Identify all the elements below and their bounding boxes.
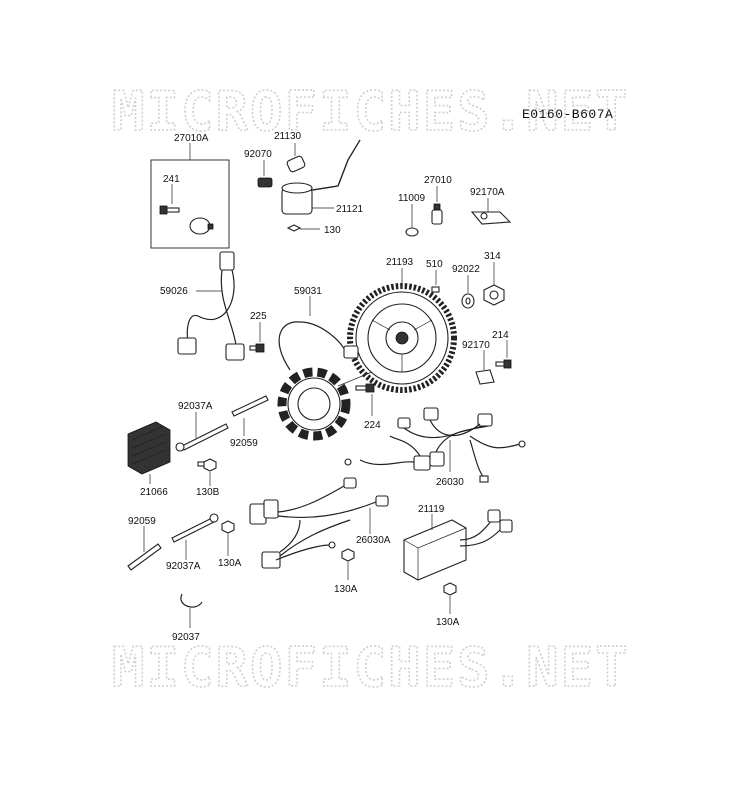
resistor-92070 bbox=[257, 160, 273, 188]
label-92070: 92070 bbox=[244, 149, 272, 160]
bolt-92037A-bottom bbox=[171, 513, 219, 560]
bolt-130A-right bbox=[443, 582, 457, 614]
screw-241 bbox=[159, 184, 180, 215]
bolt-130A-mid bbox=[341, 548, 355, 580]
bolt-130B bbox=[197, 458, 217, 486]
key-510 bbox=[431, 270, 440, 293]
label-92037A-bottom: 92037A bbox=[166, 561, 201, 572]
clamp-92037 bbox=[180, 593, 203, 628]
rod-92059-top bbox=[231, 395, 269, 436]
label-92022: 92022 bbox=[452, 264, 480, 275]
label-92170A: 92170A bbox=[470, 187, 505, 198]
harness-26030A bbox=[249, 477, 389, 569]
bolt-225 bbox=[249, 322, 265, 353]
label-92059-bottom: 92059 bbox=[128, 516, 156, 527]
label-241: 241 bbox=[163, 174, 180, 185]
cdi-unit-21119 bbox=[403, 509, 513, 581]
label-21130: 21130 bbox=[274, 131, 302, 142]
harness-26030 bbox=[344, 407, 526, 483]
label-130A-right: 130A bbox=[436, 617, 460, 628]
bolt-214 bbox=[495, 340, 512, 369]
switch-27010 bbox=[431, 186, 443, 225]
stator-59031 bbox=[277, 296, 373, 441]
label-314: 314 bbox=[484, 251, 501, 262]
label-59031: 59031 bbox=[294, 286, 322, 297]
label-21121: 21121 bbox=[336, 204, 364, 215]
label-130A-mid: 130A bbox=[334, 584, 358, 595]
washer-11009 bbox=[405, 204, 419, 237]
bracket-92170 bbox=[475, 350, 495, 385]
label-130A-left: 130A bbox=[218, 558, 242, 569]
label-130-top: 130 bbox=[324, 225, 341, 236]
flywheel-21193 bbox=[347, 268, 457, 393]
ignition-coil-21121 bbox=[281, 139, 361, 215]
rod-92059-bottom bbox=[127, 526, 162, 571]
label-11009: 11009 bbox=[398, 193, 426, 204]
label-214: 214 bbox=[492, 330, 509, 341]
bolt-130-top bbox=[286, 224, 320, 232]
nut-314 bbox=[483, 262, 505, 306]
label-27010: 27010 bbox=[424, 175, 452, 186]
rectifier-21066 bbox=[127, 421, 171, 484]
label-21193: 21193 bbox=[386, 257, 414, 268]
bolt-92037A-top bbox=[175, 412, 229, 452]
diagram-code: E0160-B607A bbox=[522, 107, 613, 122]
label-21066: 21066 bbox=[140, 487, 168, 498]
label-59026: 59026 bbox=[160, 286, 188, 297]
label-21119: 21119 bbox=[418, 504, 445, 515]
label-130B: 130B bbox=[196, 487, 220, 498]
watermark-top: MICROFICHES.NET bbox=[112, 80, 630, 143]
label-26030A: 26030A bbox=[356, 535, 391, 546]
bracket-92170A bbox=[470, 198, 512, 225]
switch-body bbox=[189, 217, 214, 235]
pulser-coil-59026 bbox=[177, 251, 245, 361]
bolt-224 bbox=[355, 383, 375, 416]
plug-cap-21130 bbox=[286, 143, 306, 173]
label-224: 224 bbox=[364, 420, 381, 431]
washer-92022 bbox=[461, 275, 475, 309]
label-92059-top: 92059 bbox=[230, 438, 258, 449]
watermark-bottom: MICROFICHES.NET bbox=[112, 636, 630, 699]
label-225: 225 bbox=[250, 311, 267, 322]
switch-kit-27010A bbox=[150, 143, 230, 249]
label-92037A-top: 92037A bbox=[178, 401, 213, 412]
label-27010A: 27010A bbox=[174, 133, 209, 144]
label-92037: 92037 bbox=[172, 632, 200, 643]
label-26030: 26030 bbox=[436, 477, 464, 488]
label-92170: 92170 bbox=[462, 340, 490, 351]
bolt-130A-left bbox=[221, 520, 235, 556]
label-510: 510 bbox=[426, 259, 443, 270]
